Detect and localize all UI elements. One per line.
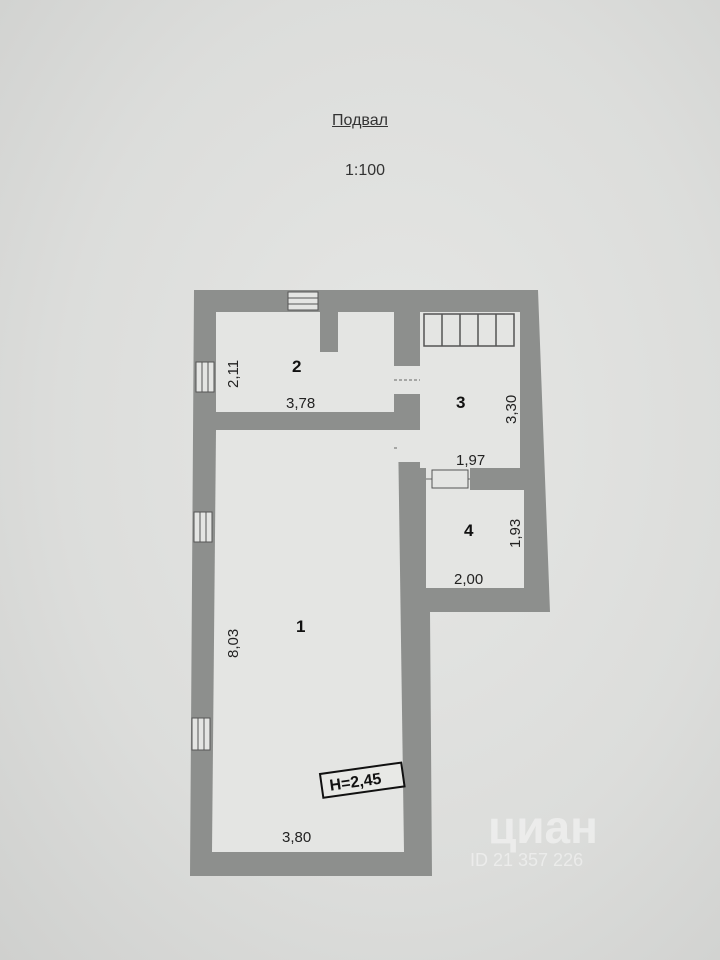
room-4-floor bbox=[426, 490, 524, 588]
window-top bbox=[287, 291, 319, 311]
watermark-id: ID 21 357 226 bbox=[470, 850, 584, 870]
plan-title: Подвал bbox=[332, 112, 388, 129]
room-3-floor bbox=[420, 312, 520, 468]
room-1-length: 8,03 bbox=[225, 629, 242, 658]
room-2-length: 2,11 bbox=[225, 360, 242, 388]
door-1-4 bbox=[404, 494, 426, 552]
window-left-2 bbox=[193, 511, 213, 543]
room-2-floor bbox=[216, 312, 394, 412]
room-4-number: 4 bbox=[464, 521, 474, 540]
room-3-number: 3 bbox=[456, 393, 465, 412]
room-1-number: 1 bbox=[296, 617, 305, 636]
room-3-length: 3,30 bbox=[503, 395, 520, 424]
room-1-width: 3,80 bbox=[282, 829, 311, 846]
room-4-length: 1,93 bbox=[507, 519, 524, 548]
room-3-width: 1,97 bbox=[456, 452, 485, 469]
stairs bbox=[423, 313, 515, 347]
door-1-3 bbox=[398, 430, 420, 462]
room-1-floor bbox=[212, 430, 404, 852]
room-4-width: 2,00 bbox=[454, 571, 483, 588]
plan-scale: 1:100 bbox=[344, 162, 386, 179]
room-2-number: 2 bbox=[292, 357, 301, 376]
window-right bbox=[431, 469, 469, 489]
window-left-1 bbox=[195, 361, 215, 393]
window-left-3 bbox=[191, 717, 211, 751]
height-box: H=2,45 bbox=[318, 761, 406, 799]
room-2-width: 3,78 bbox=[286, 395, 315, 412]
pillar bbox=[320, 312, 338, 352]
watermark-brand: циан bbox=[488, 801, 598, 853]
